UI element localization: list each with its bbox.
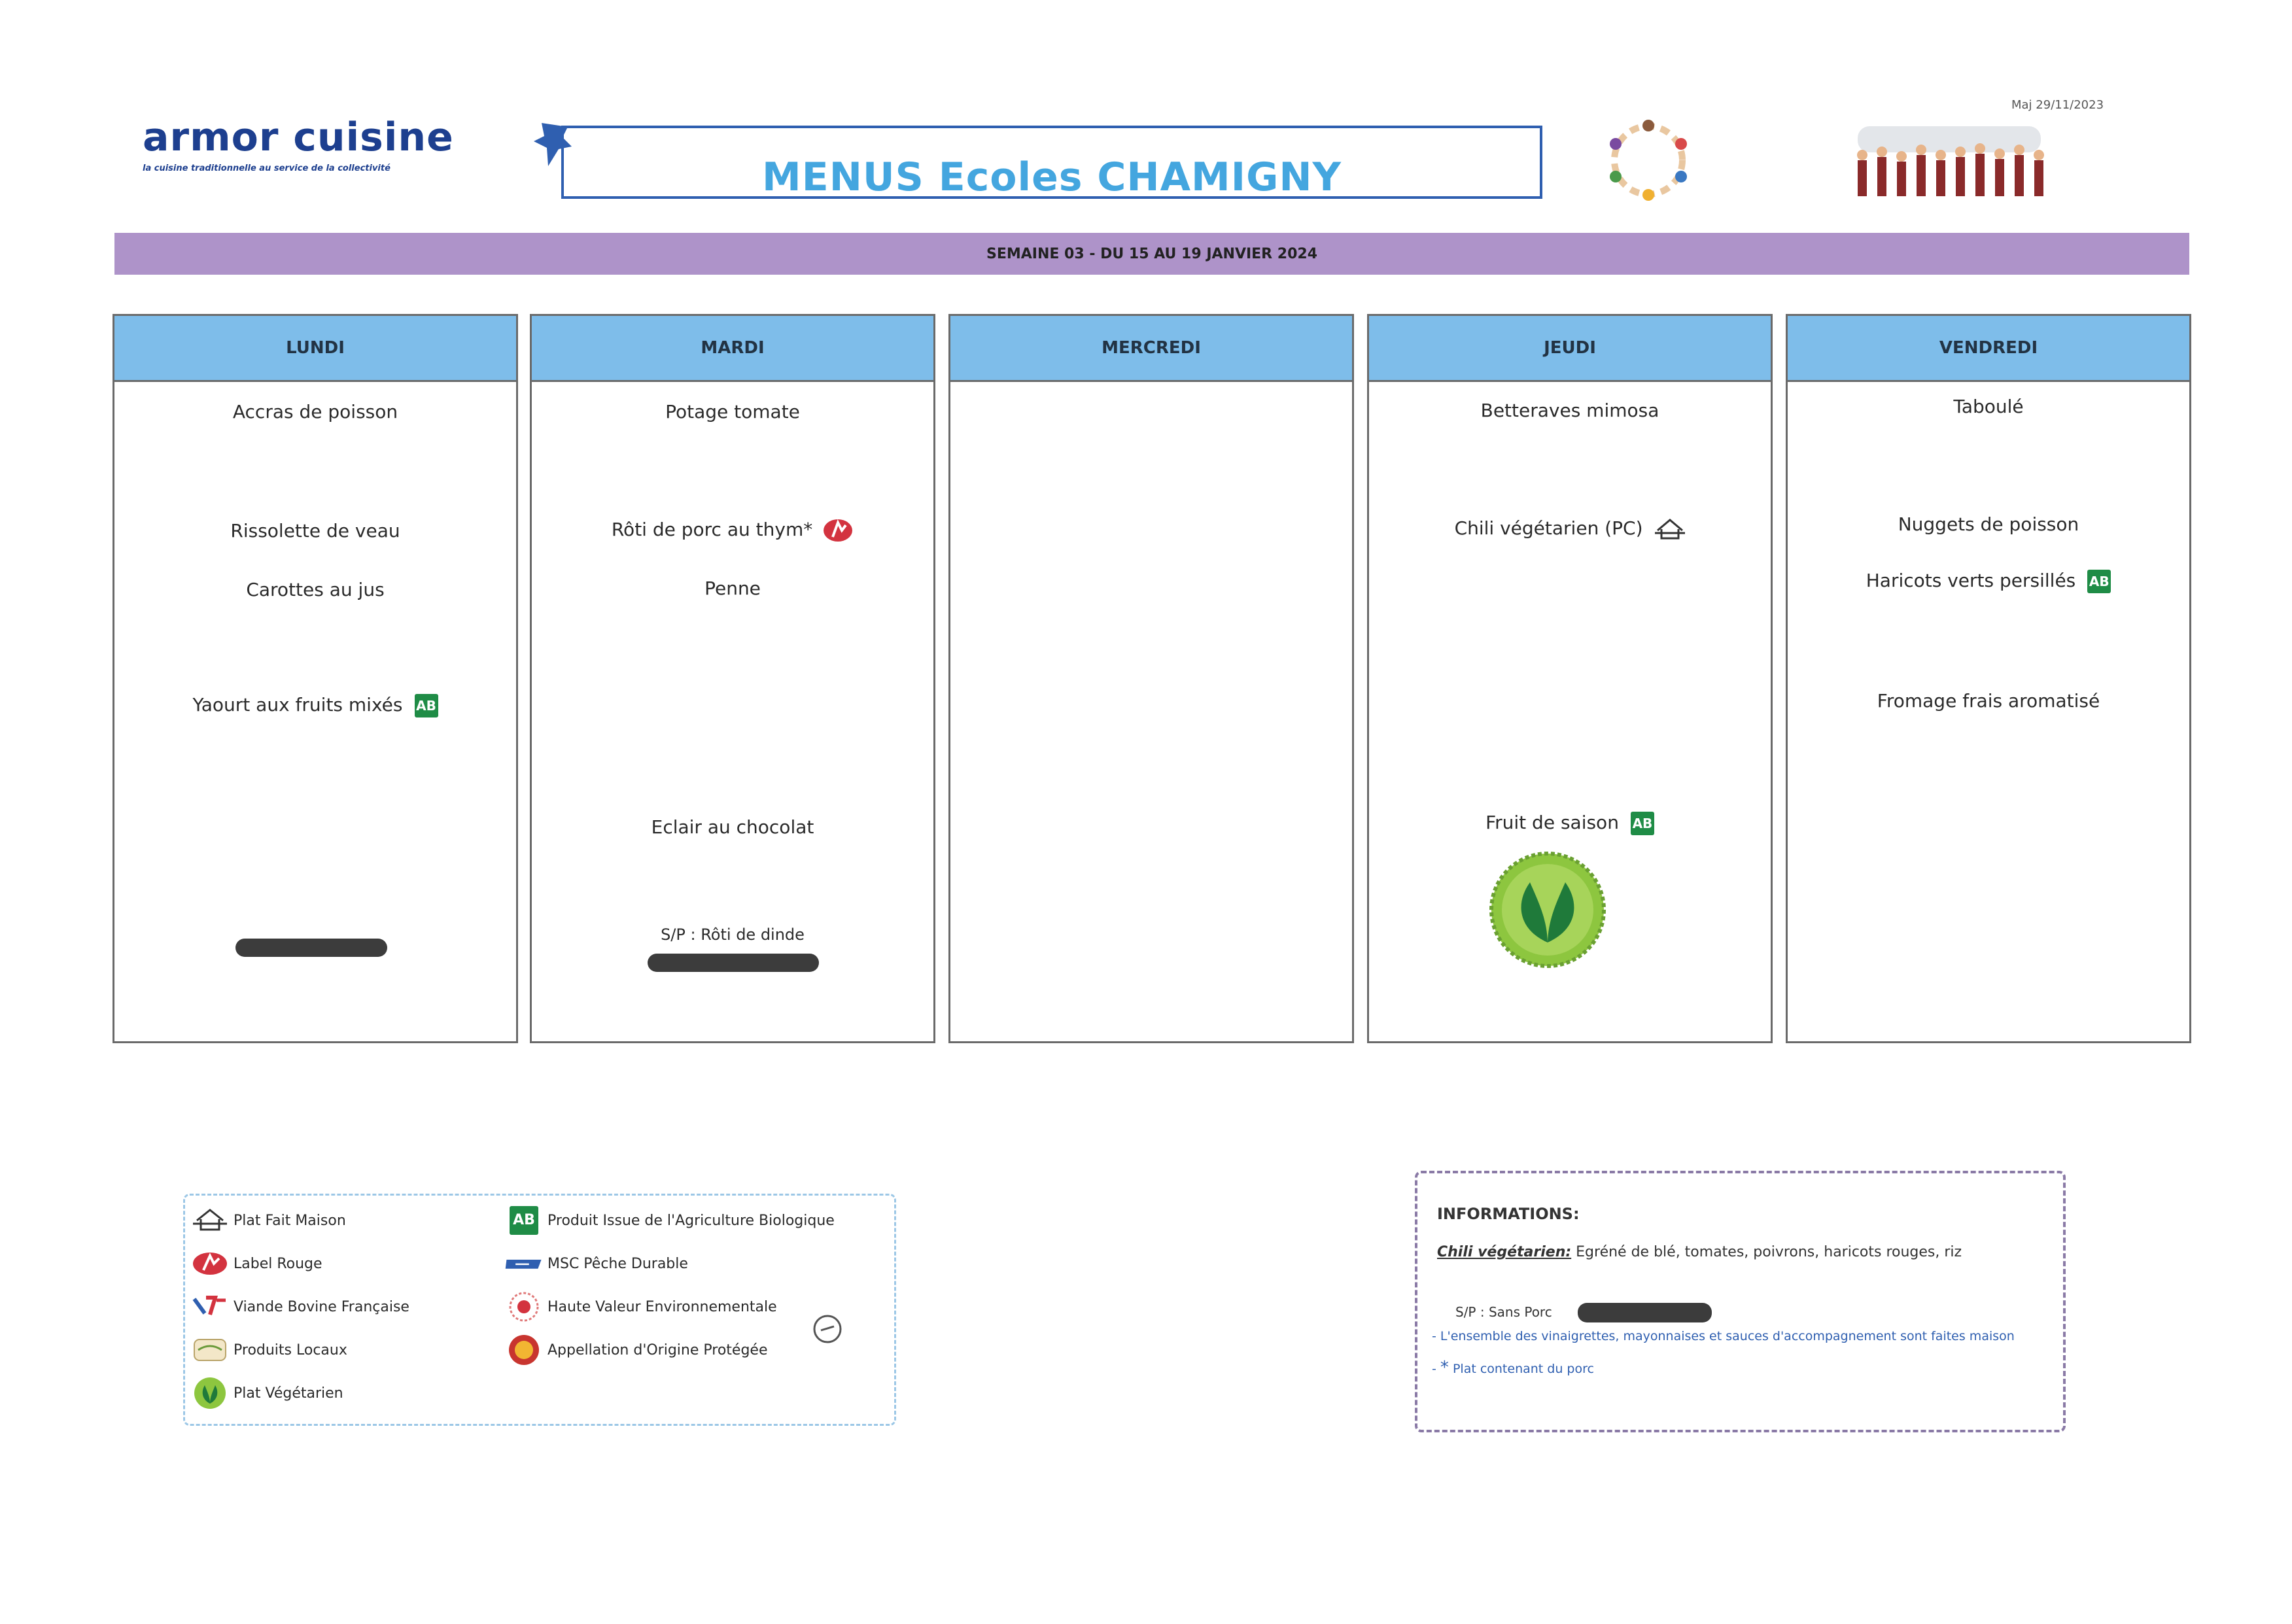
dish-main: Rôti de porc au thym* (532, 517, 933, 544)
dish-dessert: Fruit de saison AB (1369, 812, 1771, 835)
information-box: INFORMATIONS: Chili végétarien: Egréné d… (1415, 1171, 2066, 1432)
info-bullet-porc: - * Plat contenant du porc (1432, 1358, 1594, 1377)
day-column-mardi: MARDI Potage tomate Rôti de porc au thym… (530, 314, 935, 1043)
ab-icon: AB (510, 1206, 538, 1235)
day-header: LUNDI (114, 316, 516, 382)
dish-entree: Accras de poisson (232, 401, 398, 423)
house-icon (1655, 519, 1686, 540)
bullet-mark: - (1432, 1362, 1436, 1376)
day-column-mercredi: MERCREDI (948, 314, 1354, 1043)
dish-main: Rissolette de veau (230, 520, 400, 542)
dish-entree: Betteraves mimosa (1480, 400, 1659, 421)
dish-dessert: Fromage frais aromatisé (1877, 690, 2100, 712)
info-chili-label: Chili végétarien: (1437, 1244, 1572, 1260)
bio-ab-icon: AB (1630, 812, 1654, 835)
day-header: MARDI (532, 316, 933, 382)
hve-icon (509, 1292, 539, 1322)
info-sans-porc: S/P : Sans Porc (1455, 1304, 1552, 1320)
dish-side: Carottes au jus (246, 579, 385, 600)
page-title: MENUS Ecoles CHAMIGNY (762, 154, 1342, 200)
legend-item-msc: MSC Pêche Durable (504, 1247, 688, 1281)
redacted-mark (648, 954, 819, 972)
redacted-mark (1578, 1303, 1712, 1322)
legend-label: Appellation d'Origine Protégée (547, 1341, 768, 1358)
info-bullet-sauces: - L'ensemble des vinaigrettes, mayonnais… (1432, 1329, 2015, 1343)
legend-item-hve: Haute Valeur Environnementale (504, 1290, 777, 1324)
vegetarian-leaf-icon (1489, 852, 1606, 968)
legend-item-bio: AB Produit Issue de l'Agriculture Biolog… (504, 1203, 835, 1237)
week-label: SEMAINE 03 - DU 15 AU 19 JANVIER 2024 (986, 246, 1318, 262)
legend-label: Viande Bovine Française (234, 1298, 409, 1315)
day-header: MERCREDI (950, 316, 1352, 382)
info-bullet-sauces-text: L'ensemble des vinaigrettes, mayonnaises… (1440, 1329, 2015, 1343)
legend-label: Produits Locaux (234, 1341, 347, 1358)
legend-item-aop: Appellation d'Origine Protégée (504, 1333, 768, 1367)
star-mark: * (1440, 1358, 1449, 1377)
legend-label: MSC Pêche Durable (547, 1255, 688, 1272)
dish-side-label: Haricots verts persillés (1866, 570, 2076, 591)
legend-label: Haute Valeur Environnementale (547, 1298, 777, 1315)
legend-item-vegetarien: Plat Végétarien (190, 1376, 343, 1410)
title-box: MENUS Ecoles CHAMIGNY (561, 126, 1542, 200)
info-title: INFORMATIONS: (1437, 1205, 1580, 1223)
dish-entree: Taboulé (1953, 396, 2024, 417)
aop-icon (509, 1335, 539, 1365)
info-chili: Chili végétarien: Egréné de blé, tomates… (1437, 1244, 1962, 1260)
day-header: VENDREDI (1788, 316, 2189, 382)
legend-item-produits-locaux: Produits Locaux (190, 1333, 347, 1367)
produits-locaux-icon (194, 1339, 226, 1361)
dish-main: Nuggets de poisson (1898, 513, 2079, 535)
dish-main: Chili végétarien (PC) (1369, 517, 1771, 541)
legend-item-fait-maison: Plat Fait Maison (190, 1203, 346, 1237)
day-column-vendredi: VENDREDI Taboulé Nuggets de poisson Hari… (1786, 314, 2191, 1043)
label-rouge-icon (193, 1253, 227, 1275)
bullet-mark: - (1432, 1329, 1436, 1343)
viande-bovine-icon (192, 1296, 226, 1315)
dish-main-label: Rôti de porc au thym* (611, 519, 813, 540)
legend-label: Label Rouge (234, 1255, 322, 1272)
dish-dessert-label: Yaourt aux fruits mixés (192, 694, 403, 716)
brand-tagline: la cuisine traditionnelle au service de … (143, 164, 391, 173)
bio-ab-icon: AB (414, 694, 438, 717)
brand-name: armor cuisine (143, 114, 454, 160)
dish-main-label: Chili végétarien (PC) (1454, 517, 1643, 539)
redacted-mark (235, 939, 387, 957)
legend-item-viande-bovine: Viande Bovine Française (190, 1290, 409, 1324)
update-date: Maj 29/11/2023 (2011, 98, 2104, 112)
day-column-jeudi: JEUDI Betteraves mimosa Chili végétarien… (1367, 314, 1773, 1043)
stamp-icon (813, 1315, 842, 1343)
brand-logo: armor cuisine la cuisine traditionnelle … (143, 118, 470, 173)
day-column-lundi: LUNDI Accras de poisson Rissolette de ve… (113, 314, 518, 1043)
legend-label: Plat Fait Maison (234, 1212, 346, 1229)
leaf-icon (194, 1377, 226, 1409)
label-rouge-icon (824, 519, 853, 542)
dish-dessert-label: Fruit de saison (1485, 812, 1619, 833)
msc-icon (505, 1260, 542, 1269)
dish-side: Penne (704, 578, 761, 599)
info-chili-text: Egréné de blé, tomates, poivrons, harico… (1571, 1244, 1962, 1260)
dish-dessert: Yaourt aux fruits mixés AB (114, 694, 516, 717)
dish-dessert: Eclair au chocolat (651, 816, 814, 838)
children-row-illustration (1857, 126, 2044, 196)
legend-label: Plat Végétarien (234, 1385, 343, 1402)
dish-side: Haricots verts persillés AB (1788, 570, 2189, 593)
legend-box: Plat Fait Maison Label Rouge Viande Bovi… (183, 1194, 896, 1426)
info-bullet-porc-text: Plat contenant du porc (1452, 1362, 1594, 1376)
bio-ab-icon: AB (2087, 570, 2111, 593)
children-circle-illustration (1610, 120, 1687, 201)
week-banner: SEMAINE 03 - DU 15 AU 19 JANVIER 2024 (114, 233, 2189, 275)
dish-entree: Potage tomate (665, 401, 800, 423)
legend-label: Produit Issue de l'Agriculture Biologiqu… (547, 1212, 835, 1229)
legend-item-label-rouge: Label Rouge (190, 1247, 322, 1281)
house-icon (193, 1209, 227, 1231)
sans-porc-note: S/P : Rôti de dinde (661, 925, 805, 944)
day-header: JEUDI (1369, 316, 1771, 382)
